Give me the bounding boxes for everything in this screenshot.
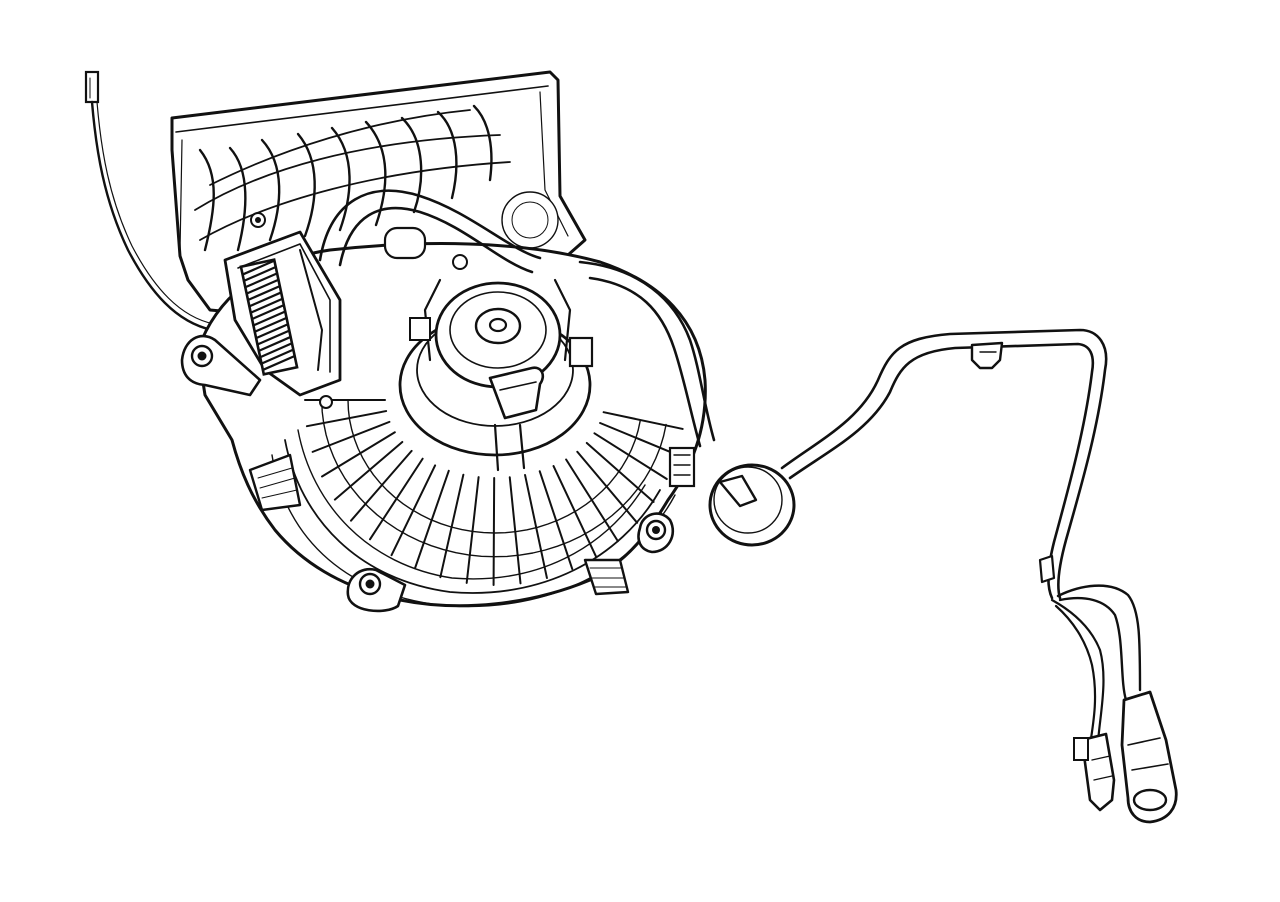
heat-sink-fin: [250, 304, 285, 321]
harness-connectors: [1073, 690, 1178, 824]
heat-sink-fin: [242, 265, 277, 283]
scroll-housing-ribs: [304, 399, 684, 586]
main-wire-harness: [780, 328, 1142, 747]
foot-pad-left: [248, 453, 302, 512]
resistor-heat-sink: [239, 258, 299, 376]
scroll-rib: [305, 410, 388, 428]
heat-sink-fin: [260, 348, 295, 365]
scroll-rib: [538, 470, 574, 571]
scroll-rib: [508, 476, 522, 585]
pigtail-connector: [84, 70, 100, 104]
scroll-rib: [492, 476, 496, 586]
heat-sink-fin: [253, 316, 288, 333]
heat-sink-fin: [245, 278, 280, 295]
side-harness: [578, 260, 716, 488]
heat-sink-fin: [249, 297, 284, 314]
scroll-band: [321, 399, 667, 558]
scroll-rib: [311, 420, 391, 453]
heat-sink-fin: [255, 323, 290, 340]
heat-sink-fins: [241, 259, 296, 372]
scroll-rib: [414, 469, 450, 569]
blower-motor: [398, 278, 594, 472]
scroll-rib: [602, 411, 684, 430]
heat-sink-fin: [257, 335, 292, 352]
scroll-rib: [439, 473, 465, 579]
heat-sink-fin: [259, 342, 294, 359]
wire-grommet: [708, 463, 796, 547]
housing-round-cover: [501, 191, 559, 249]
intake-grille: [194, 104, 511, 252]
connector-large: [1120, 690, 1178, 824]
scroll-rib: [333, 440, 404, 501]
heat-sink-fin: [246, 284, 281, 302]
heat-sink-fin: [244, 272, 279, 289]
motor-connector: [488, 366, 545, 420]
harness-clip: [970, 341, 1004, 370]
scroll-rib: [349, 449, 413, 522]
heat-sink-fin: [261, 354, 296, 372]
scroll-rib: [465, 476, 480, 584]
connector-small: [1080, 732, 1116, 812]
scroll-band: [347, 399, 641, 534]
control-module: [223, 212, 342, 409]
scroll-rib: [599, 421, 678, 456]
scroll-rib: [576, 450, 639, 524]
scroll-rib: [585, 441, 655, 503]
pigtail-wire: [90, 100, 214, 332]
scroll-rib: [524, 474, 548, 579]
heat-sink-fin: [252, 310, 287, 327]
scroll-rib: [593, 432, 668, 481]
heat-sink-fin: [241, 259, 276, 276]
scroll-rib: [321, 431, 396, 478]
heat-sink-fin: [256, 329, 291, 346]
pigtail-lead: [84, 70, 215, 332]
upper-harness-loop: [318, 189, 542, 274]
heat-sink-fin: [248, 291, 283, 308]
